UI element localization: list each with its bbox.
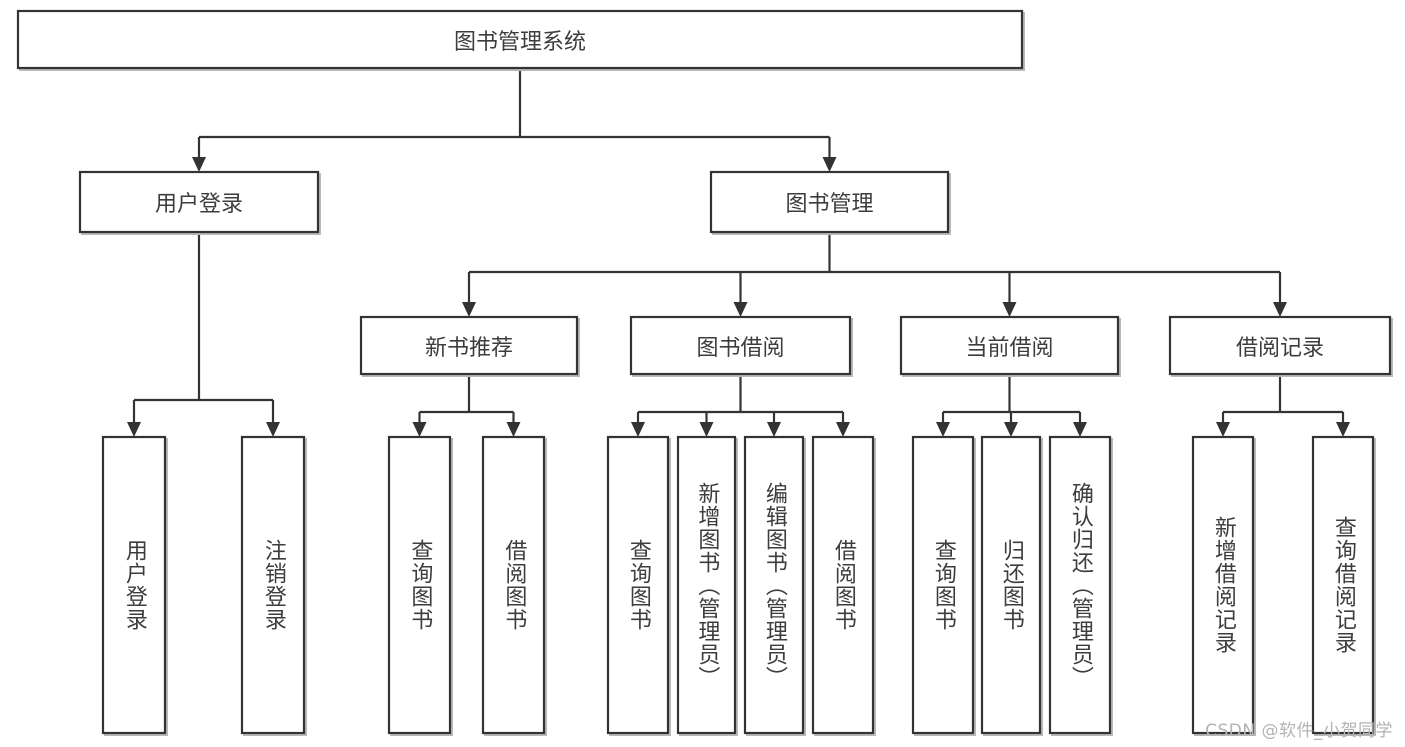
node-box-borrow-record[interactable] [1168,315,1392,376]
node-user-login-do[interactable] [101,435,168,736]
edge-book-mgmt-arrow-1-head [733,302,748,317]
node-box-add-borrow-record[interactable] [1191,435,1255,735]
node-box-book-management[interactable] [709,170,950,234]
edge-group-1-arrow-2-head [767,422,781,437]
edge-user-login-arrow-0-head [127,422,141,437]
node-user-login[interactable] [78,170,321,235]
node-book-borrow[interactable] [629,315,853,377]
edge-group-3-arrow-1-head [1336,422,1350,437]
node-add-borrow-record[interactable] [1191,435,1256,736]
node-box-borrow-book-2[interactable] [811,435,875,735]
connector-layer [127,68,1350,437]
node-return-book[interactable] [980,435,1043,736]
edge-root-arrow-0-head [192,157,206,172]
node-query-borrow-record[interactable] [1311,435,1376,736]
node-box-user-logout[interactable] [240,435,306,735]
node-book-management[interactable] [709,170,951,235]
node-borrow-book-1[interactable] [481,435,547,736]
node-box-book-borrow[interactable] [629,315,852,376]
edge-group-2-arrow-0-head [936,422,950,437]
node-edit-book-admin[interactable] [743,435,806,736]
edge-group-1-arrow-0-head [631,422,645,437]
node-box-root[interactable] [16,9,1024,70]
node-box-add-book-admin[interactable] [676,435,737,735]
edge-root-arrow-1-head [822,157,837,172]
node-box-query-book-1[interactable] [387,435,452,735]
node-box-query-book-2[interactable] [606,435,670,735]
node-user-logout[interactable] [240,435,307,736]
edge-book-mgmt-arrow-3-head [1273,302,1287,317]
edge-group-3-arrow-0-head [1216,422,1230,437]
node-confirm-return-admin[interactable] [1048,435,1113,736]
edge-book-mgmt-arrow-0-head [462,302,476,317]
node-box-user-login[interactable] [78,170,320,234]
node-current-borrow[interactable] [899,315,1121,377]
edge-group-2-arrow-1-head [1004,422,1018,437]
edge-group-0-arrow-0-head [412,422,427,437]
edge-group-2-arrow-2-head [1073,422,1087,437]
node-box-query-borrow-record[interactable] [1311,435,1375,735]
node-box-return-book[interactable] [980,435,1042,735]
node-borrow-record[interactable] [1168,315,1393,377]
node-query-book-1[interactable] [387,435,453,736]
node-box-current-borrow[interactable] [899,315,1120,376]
edge-group-0-arrow-1-head [506,422,521,437]
node-box-user-login-do[interactable] [101,435,167,735]
node-query-book-2[interactable] [606,435,671,736]
node-borrow-book-2[interactable] [811,435,876,736]
node-box-new-book-recommend[interactable] [359,315,579,376]
node-add-book-admin[interactable] [676,435,738,736]
edge-user-login-arrow-1-head [266,422,280,437]
node-layer [16,9,1393,736]
edge-group-1-arrow-1-head [699,422,714,437]
node-query-book-3[interactable] [911,435,976,736]
node-new-book-recommend[interactable] [359,315,580,377]
node-root[interactable] [16,9,1025,71]
node-box-confirm-return-admin[interactable] [1048,435,1112,735]
edge-book-mgmt-arrow-2-head [1002,302,1017,317]
edge-group-1-arrow-3-head [836,422,850,437]
node-box-edit-book-admin[interactable] [743,435,805,735]
node-box-query-book-3[interactable] [911,435,975,735]
node-box-borrow-book-1[interactable] [481,435,546,735]
